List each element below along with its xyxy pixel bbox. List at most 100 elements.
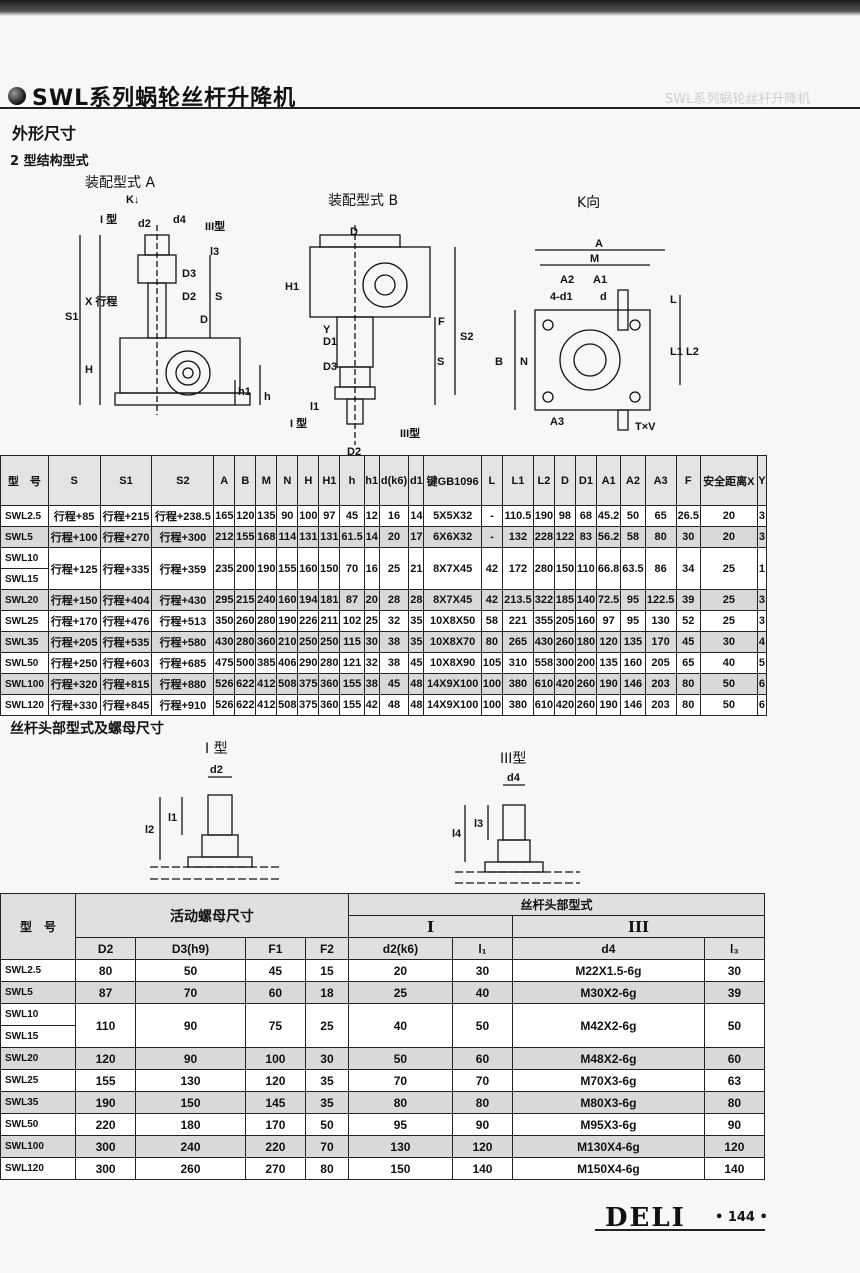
model-cell: SWL20 bbox=[0, 1047, 76, 1070]
data-cell: 4 bbox=[756, 631, 768, 653]
col-header: D1 bbox=[574, 455, 597, 506]
data-cell: 50 bbox=[699, 694, 758, 716]
data-cell: 260 bbox=[234, 610, 257, 632]
col-header: d4 bbox=[512, 937, 705, 960]
data-cell: 行程+170 bbox=[47, 610, 101, 632]
data-cell: 140 bbox=[703, 1157, 766, 1180]
label-M: M bbox=[590, 253, 599, 265]
label-D: D bbox=[200, 314, 208, 326]
data-cell: 150 bbox=[318, 547, 341, 590]
data-cell: 3 bbox=[756, 505, 768, 527]
view-b-title: 装配型式 B bbox=[328, 193, 399, 209]
data-cell: 212 bbox=[213, 526, 236, 548]
data-cell: 250 bbox=[318, 631, 341, 653]
data-cell: 200 bbox=[574, 652, 597, 674]
model-cell: SWL2.5 bbox=[0, 505, 49, 527]
label-S: S bbox=[437, 356, 444, 368]
data-cell: 20 bbox=[699, 526, 758, 548]
data-cell: 190 bbox=[276, 610, 299, 632]
label-d2: d2 bbox=[210, 764, 223, 776]
data-cell: 170 bbox=[644, 631, 677, 653]
data-cell: 行程+359 bbox=[151, 547, 215, 590]
col-header: l₁ bbox=[451, 937, 514, 960]
data-cell: M48X2-6g bbox=[512, 1047, 705, 1070]
data-cell: 622 bbox=[234, 673, 257, 695]
data-cell: 行程+270 bbox=[99, 526, 153, 548]
data-cell: 110.5 bbox=[501, 505, 534, 527]
data-cell: 35 bbox=[304, 1069, 349, 1092]
drawing-k-view: A M A2 A1 4-d1 d L L1 L2 B N A3 T×V bbox=[495, 238, 699, 433]
label-d: d bbox=[600, 291, 607, 303]
data-cell: 80 bbox=[675, 673, 701, 695]
data-cell: 66.8 bbox=[595, 547, 622, 590]
section2-heading: 丝杆头部型式及螺母尺寸 bbox=[10, 721, 164, 737]
data-cell: 50 bbox=[703, 1003, 766, 1048]
data-cell: 行程+580 bbox=[151, 631, 215, 653]
data-cell: M30X2-6g bbox=[512, 981, 705, 1004]
data-cell: 行程+603 bbox=[99, 652, 153, 674]
data-cell: 38 bbox=[363, 673, 380, 695]
data-cell: 28 bbox=[378, 589, 410, 611]
data-cell: 58 bbox=[620, 526, 646, 548]
data-cell: 500 bbox=[234, 652, 257, 674]
data-cell: 56.2 bbox=[595, 526, 622, 548]
data-cell: 135 bbox=[595, 652, 622, 674]
title-rule bbox=[0, 107, 860, 109]
model-cell: SWL5 bbox=[0, 981, 76, 1004]
data-cell: 160 bbox=[276, 589, 299, 611]
type1-title: I 型 bbox=[205, 741, 228, 757]
data-cell: 83 bbox=[574, 526, 597, 548]
data-cell: 526 bbox=[213, 694, 236, 716]
data-cell: 375 bbox=[297, 694, 320, 716]
col-header: h1 bbox=[363, 455, 380, 506]
data-cell: 180 bbox=[135, 1113, 246, 1136]
model-cell: SWL25 bbox=[0, 610, 49, 632]
model-cell: SWL120 bbox=[0, 1157, 76, 1180]
data-cell: M70X3-6g bbox=[512, 1069, 705, 1092]
data-cell: 8X7X45 bbox=[423, 547, 482, 590]
drawing-assembly-a: K↓ I 型 III型 d2 d4 l3 D3 D2 D S S1 H X 行程… bbox=[65, 195, 271, 415]
drawing-head-type1: d2 l2 l1 bbox=[145, 764, 280, 880]
data-cell: 211 bbox=[318, 610, 341, 632]
label-Y: Y bbox=[323, 324, 331, 336]
data-cell: 行程+513 bbox=[151, 610, 215, 632]
data-cell: 87 bbox=[339, 589, 365, 611]
data-cell: 406 bbox=[276, 652, 299, 674]
model-cell: SWL15 bbox=[0, 1025, 76, 1048]
col-header: 型 号 bbox=[0, 455, 49, 506]
col-header: H bbox=[297, 455, 320, 506]
data-cell: 39 bbox=[703, 981, 766, 1004]
label-A1: A1 bbox=[593, 274, 607, 286]
view-k-title: K向 bbox=[577, 195, 601, 211]
data-cell: 75 bbox=[244, 1003, 306, 1048]
data-cell: 140 bbox=[574, 589, 597, 611]
label-D3: D3 bbox=[182, 268, 196, 280]
data-cell: M42X2-6g bbox=[512, 1003, 705, 1048]
data-cell: 420 bbox=[553, 694, 576, 716]
data-cell: 280 bbox=[234, 631, 257, 653]
data-cell: 110 bbox=[74, 1003, 137, 1048]
data-cell: 172 bbox=[501, 547, 534, 590]
page-title: SWL系列蜗轮丝杆升降机 bbox=[8, 80, 296, 112]
page-number: • 144 • bbox=[715, 1210, 768, 1225]
data-cell: 190 bbox=[595, 673, 622, 695]
head-group-header: 丝杆头部型式 bbox=[347, 893, 766, 916]
data-cell: 34 bbox=[675, 547, 701, 590]
data-cell: 10X8X50 bbox=[423, 610, 482, 632]
data-cell: 28 bbox=[408, 589, 425, 611]
model-cell: SWL35 bbox=[0, 1091, 76, 1114]
data-cell: 168 bbox=[255, 526, 278, 548]
model-cell: SWL50 bbox=[0, 652, 49, 674]
data-cell: 60 bbox=[703, 1047, 766, 1070]
data-cell: 30 bbox=[304, 1047, 349, 1070]
footer-rule bbox=[595, 1229, 765, 1231]
data-cell: 100 bbox=[297, 505, 320, 527]
data-cell: 58 bbox=[480, 610, 503, 632]
data-cell: 40 bbox=[699, 652, 758, 674]
data-cell: 40 bbox=[347, 1003, 453, 1048]
